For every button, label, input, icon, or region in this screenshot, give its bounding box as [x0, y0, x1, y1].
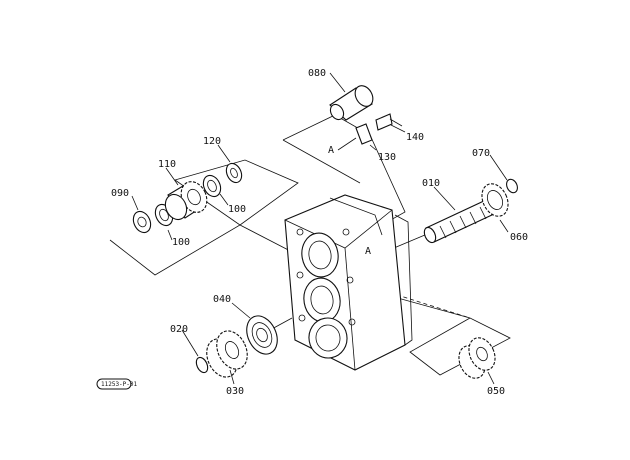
part-100b-bearing [202, 174, 222, 198]
label-070: 070 [472, 148, 490, 159]
label-050: 050 [487, 386, 505, 397]
label-090: 090 [111, 188, 129, 199]
label-140: 140 [406, 132, 424, 143]
part-050-gear [458, 337, 496, 379]
part-110-gear [164, 181, 208, 221]
label-100a: 100 [172, 237, 190, 248]
label-100b: 100 [228, 204, 246, 215]
part-070-clip [506, 178, 518, 194]
label-030: 030 [226, 386, 244, 397]
part-080-pin [329, 85, 374, 121]
label-010: 010 [422, 178, 440, 189]
ref-a-lower: A [365, 246, 371, 257]
label-leaders [131, 72, 509, 385]
label-080: 080 [308, 68, 326, 79]
part-030-gear [206, 330, 248, 378]
part-040-bearing [246, 315, 278, 355]
part-020-clip [195, 356, 209, 374]
part-130-plate [337, 123, 373, 151]
label-020: 020 [170, 324, 188, 335]
part-060-gear [481, 183, 509, 217]
figure-code-text: 11253-P-01 [101, 381, 138, 388]
gearbox-housing [284, 194, 413, 371]
part-140-bolt [375, 113, 403, 131]
part-120-washer [225, 162, 243, 184]
label-130: 130 [378, 152, 396, 163]
part-090-washer [132, 210, 152, 234]
label-110: 110 [158, 159, 176, 170]
label-040: 040 [213, 294, 231, 305]
label-060: 060 [510, 232, 528, 243]
label-120: 120 [203, 136, 221, 147]
part-010-shaft [423, 199, 495, 244]
ref-a-upper: A [328, 145, 334, 156]
figure-code-tag: 11253-P-01 [96, 378, 138, 390]
